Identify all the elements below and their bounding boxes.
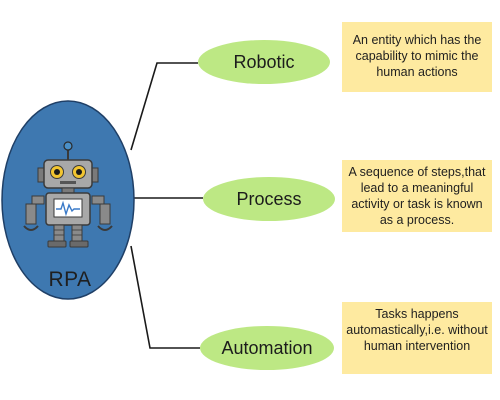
node-automation-label: Automation (221, 337, 313, 358)
node-automation: Automation (200, 326, 334, 370)
node-process-label: Process (236, 188, 302, 209)
node-robotic: Robotic (198, 40, 330, 84)
description-process: A sequence of steps,that lead to a meani… (342, 160, 492, 232)
description-robotic: An entity which has the capability to mi… (342, 22, 492, 92)
robot-icon (23, 141, 113, 248)
node-robotic-label: Robotic (233, 51, 295, 72)
center-label: RPA (48, 268, 92, 291)
connector-robotic (130, 62, 198, 151)
connector-lines (130, 62, 203, 349)
connector-automation (130, 245, 200, 349)
node-process: Process (203, 177, 335, 221)
description-automation: Tasks happens automastically,i.e. withou… (342, 302, 492, 374)
